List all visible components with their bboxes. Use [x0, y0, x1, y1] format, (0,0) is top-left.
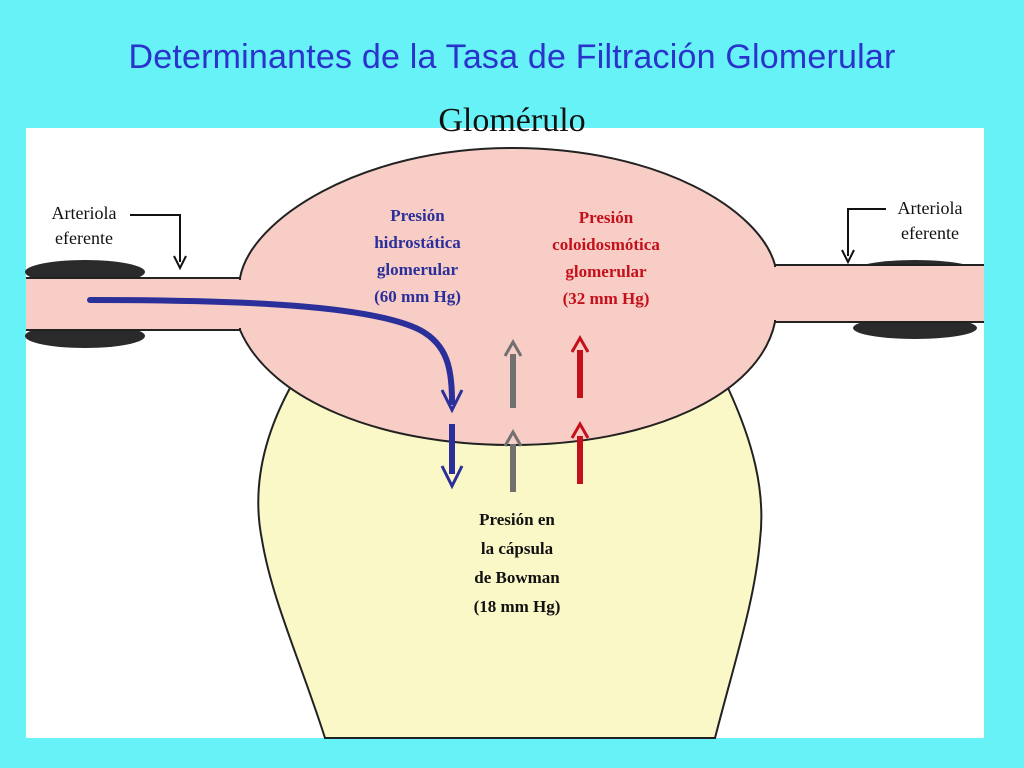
hydrostatic-pressure-label: Presión hidrostática glomerular (60 mm H…: [374, 206, 461, 306]
oncotic-pressure-label: Presión coloidosmótica glomerular (32 mm…: [552, 208, 660, 308]
glomerulus: [239, 146, 776, 447]
left-arteriole-pointer: [130, 214, 181, 262]
bowman-pressure-label: Presión en la cápsula de Bowman (18 mm H…: [473, 510, 561, 616]
hydrostatic-curve-arrow: [87, 297, 455, 405]
right-arteriole-label: Arteriola eferente: [897, 198, 963, 243]
right-arteriole-pointer: [847, 208, 886, 256]
slide-title: Determinantes de la Tasa de Filtración G…: [128, 38, 896, 76]
left-arteriole-label: Arteriola eferente: [51, 203, 117, 248]
glomerulus-label: Glomérulo: [438, 102, 586, 139]
bowman-capsule: [257, 387, 763, 739]
